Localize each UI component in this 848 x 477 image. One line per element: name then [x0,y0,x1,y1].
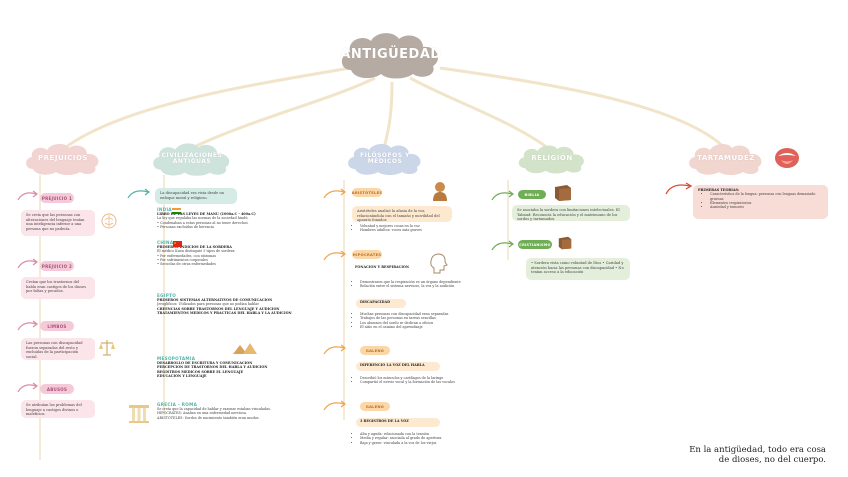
hipocrates-tag: HIPÓCRATES [352,250,382,259]
biblia-tag: BIBLIA [518,190,546,199]
branch-prejuicios-cloud: PREJUICIOS [23,142,103,176]
biblia-box: Se asociaba la sordera con limitaciones … [512,205,630,221]
justice-scale-icon [99,340,115,356]
branch-tartamudez-cloud: TARTAMUDEZ [686,142,766,176]
abusos-box: Se atribuían los problemas del lenguaje … [21,400,95,418]
branch-filosofos-label: FILÓSOFOS Y MÉDICOS [360,151,410,165]
civ-grecia-roma-heading: GRECIA - ROMA [157,402,198,407]
civ-egipto-heading: EGIPTO [157,293,177,298]
civ-china-section: CHINA PRIMEROS INDICIOS DE LA SORDERA El… [157,240,307,266]
main-title: ANTIGÜEDAD [340,47,442,63]
tartamudez-box: PRIMERAS TEORÍAS: Característica de la l… [693,185,828,219]
civ-grecia-roma-section: GRECIA - ROMA Se creía que la capacidad … [157,402,307,420]
civ-mesopotamia-section: MESOPOTAMIA DESARROLLO DE ESCRITURA Y CO… [157,356,307,378]
india-flag-icon [172,208,181,214]
civilizaciones-intro-box: La discapacidad era vista desde un enfoq… [155,188,237,204]
cristianismo-box: • Sordera vista como voluntad de Dios • … [526,258,630,280]
fonacion-list: Demostraron que la respiración es un órg… [352,280,472,289]
branch-prejuicios-label: PREJUICIOS [38,154,88,163]
diferencio-list: Describió los músculos y cartílagos de l… [352,376,472,385]
civ-egipto-section: EGIPTO PRIMEROS SISTEMAS ALTERNATIVOS DE… [157,293,307,315]
philosopher-bust-icon [433,182,447,201]
prejuicio-2-tag: PREJUICIO 2 [40,261,74,271]
civ-china-heading: CHINA [157,240,174,245]
main-title-cloud: ANTIGÜEDAD [337,30,445,80]
civ-india-section: INDIA LIBRO DE LAS LEYES DE MANÚ (1000a.… [157,207,307,229]
arrow-icon [323,250,346,261]
abusos-tag: ABUSOS [40,384,74,394]
pyramid-icon [233,343,257,354]
arrow-icon [323,400,346,411]
discapacidad-header: DISCAPACIDAD [356,299,406,308]
arrow-icon [17,382,38,393]
arrow-icon [17,190,38,201]
galeno-tag-2: GALENO [360,402,390,411]
civ-mesopotamia-heading: MESOPOTAMIA [157,356,196,361]
aristoteles-list: Voluntad y mejores cosas en la voz Hombr… [352,224,470,233]
prejuicio-2-box: Creían que los trastornos del habla eran… [21,277,95,299]
diferencio-header: DIFERENCIO LA VOZ DEL HABLA [356,362,440,371]
branch-religion-label: RELIGIÓN [531,154,573,163]
arrow-icon [491,240,514,251]
arrow-icon [491,190,514,201]
branch-civilizaciones-cloud: CIVILIZACIONES ANTIGUAS [150,140,234,178]
branch-religion-cloud: RELIGIÓN [516,142,588,176]
branch-tartamudez-label: TARTAMUDEZ [697,154,755,163]
galeno-tag-1: GALENO [360,346,390,355]
head-profile-icon [430,253,448,274]
book-icon [555,185,571,201]
aristoteles-box: Aristóteles analizó la afasia de la voz,… [352,206,452,222]
mouth-icon [775,148,799,168]
china-flag-icon [173,241,182,247]
cristianismo-tag: CRISTIANISMO [518,240,552,249]
book-icon [558,236,572,250]
arrow-icon [17,258,38,269]
footer-caption: En la antigüedad, todo era cosa de diose… [689,445,826,465]
registros-list: Alta y aguda: relacionada con la tensión… [352,432,472,445]
civ-india-heading: INDIA [157,207,172,212]
arrow-icon [665,182,693,195]
prejuicio-1-box: Se creía que las personas con alteracion… [21,210,95,236]
arrow-icon [323,344,346,355]
branch-filosofos-cloud: FILÓSOFOS Y MÉDICOS [345,140,425,178]
limbos-box: Las personas con discapacidad fueron sep… [21,338,95,360]
greek-column-icon [129,405,149,423]
discapacidad-list: Muchas personas con discapacidad eran se… [352,312,472,329]
brain-icon [101,213,117,229]
arrow-icon [127,188,150,199]
arrow-icon [323,188,346,199]
branch-civilizaciones-label: CIVILIZACIONES ANTIGUAS [161,151,223,165]
limbos-tag: LIMBOS [40,321,74,331]
arrow-icon [17,320,38,331]
fonacion-heading: FONACIÓN Y RESPIRACIÓN [355,265,409,269]
registros-header: 3 REGISTROS DE LA VOZ [356,418,440,427]
prejuicio-1-tag: PREJUICIO 1 [40,193,74,203]
aristoteles-tag: ARISTÓTELES [352,188,382,197]
